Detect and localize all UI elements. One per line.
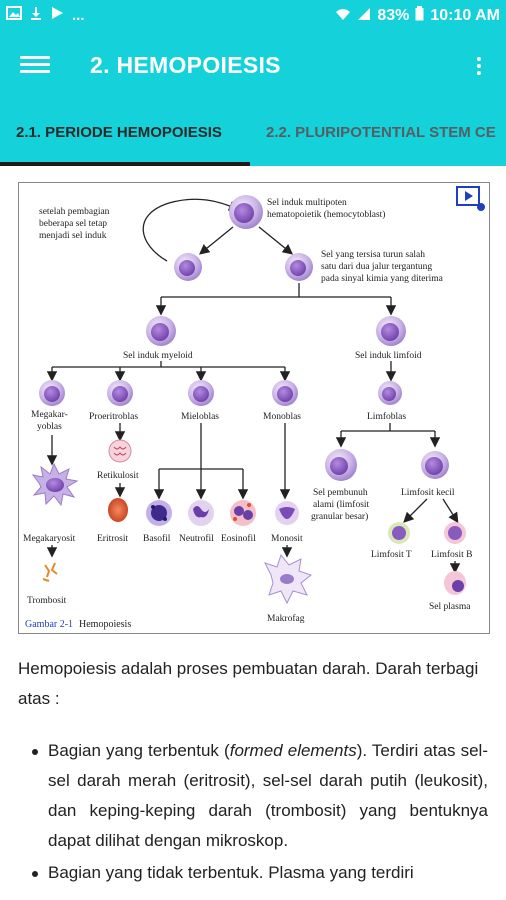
label-limfoblas: Limfoblas xyxy=(367,411,406,422)
image-icon xyxy=(6,6,22,24)
bullet1-pre: Bagian yang terbentuk ( xyxy=(48,741,230,760)
wifi-icon xyxy=(335,7,351,26)
note-self-renew-2: beberapa sel tetap xyxy=(39,219,107,229)
label-neutrofil: Neutrofil xyxy=(179,533,214,544)
tab-periode-hemopoiesis[interactable]: 2.1. PERIODE HEMOPOIESIS xyxy=(16,124,222,141)
label-retikulosit: Retikulosit xyxy=(97,471,139,481)
note-multipotent-2: hematopoietik (hemocytoblast) xyxy=(267,209,385,220)
label-nk-1: Sel pembunuh xyxy=(313,488,368,498)
t-lymphocyte-cell xyxy=(388,522,410,544)
macrophage-cell xyxy=(264,553,313,605)
label-trombosit: Trombosit xyxy=(27,596,67,606)
label-basofil: Basofil xyxy=(143,533,171,544)
figure-caption-text: Hemopoiesis xyxy=(79,619,131,630)
intro-paragraph: Hemopoiesis adalah proses pembuatan dara… xyxy=(18,659,479,708)
reticulocyte-cell xyxy=(108,439,132,463)
daughter-cell-right xyxy=(285,253,313,281)
article-content: Hemopoiesis adalah proses pembuatan dara… xyxy=(18,654,488,888)
note-self-renew-1: setelah pembagian xyxy=(39,207,110,217)
label-limfosit-kecil: Limfosit kecil xyxy=(401,487,455,498)
myeloblast-cell xyxy=(188,380,214,406)
bullet2-text: Bagian yang tidak terbentuk. Plasma yang… xyxy=(48,863,414,882)
label-megakaryoblas-1: Megakar- xyxy=(31,410,68,420)
megakaryoblast-cell xyxy=(39,380,65,406)
platelets xyxy=(42,562,58,582)
notification-ellipsis: ... xyxy=(72,6,85,24)
small-lymphocyte-cell xyxy=(421,451,449,479)
video-icon[interactable] xyxy=(456,186,485,211)
myeloid-stem-cell xyxy=(146,316,176,346)
label-myeloid: Sel induk myeloid xyxy=(123,351,193,361)
download-icon xyxy=(30,6,42,24)
label-eosinofil: Eosinofil xyxy=(221,533,256,544)
megakaryocyte-cell xyxy=(31,462,79,507)
label-mieloblas: Mieloblas xyxy=(181,412,219,422)
overflow-menu-icon[interactable] xyxy=(470,50,488,82)
label-makrofag: Makrofag xyxy=(267,613,305,624)
hemopoiesis-diagram: setelah pembagian beberapa sel tetap men… xyxy=(18,182,490,634)
neutrophil-cell xyxy=(188,500,214,526)
self-renew-arrow xyxy=(142,198,240,262)
monoblast-cell xyxy=(272,380,298,406)
battery-percent: 83% xyxy=(377,7,410,24)
proerythroblast-cell xyxy=(107,380,133,406)
plasma-cell xyxy=(444,571,466,595)
monocyte-cell xyxy=(275,501,299,525)
label-sel-plasma: Sel plasma xyxy=(429,602,471,612)
note-remaining-1: Sel yang tersisa turun salah xyxy=(321,250,425,260)
tab-pluripotential-stem-cell[interactable]: 2.2. PLURIPOTENTIAL STEM CE xyxy=(266,124,496,141)
lymphoid-stem-cell xyxy=(376,316,406,346)
erythrocyte-cell xyxy=(108,498,128,522)
note-remaining-3: pada sinyal kimia yang diterima xyxy=(321,274,444,284)
nk-cell xyxy=(325,449,357,481)
note-remaining-2: satu dari dua jalur tergantung xyxy=(321,262,432,272)
status-bar: ... 83% 10:10 AM xyxy=(0,0,506,32)
label-nk-2: alami (limfosit xyxy=(313,499,370,510)
label-limfosit-t: Limfosit T xyxy=(371,549,412,560)
bullet-list: Bagian yang terbentuk (formed elements).… xyxy=(18,736,488,888)
status-right: 83% 10:10 AM xyxy=(335,6,500,26)
battery-icon xyxy=(415,6,424,26)
label-proeritroblas: Proeritroblas xyxy=(89,412,138,422)
label-megakaryoblas-2: yoblas xyxy=(37,422,62,432)
label-eritrosit: Eritrosit xyxy=(97,534,128,544)
basophil-cell xyxy=(146,500,172,526)
app-bar: 2. HEMOPOIESIS xyxy=(0,32,506,100)
label-limfoid: Sel induk limfoid xyxy=(355,350,422,361)
b-lymphocyte-cell xyxy=(444,522,466,544)
label-megakaryosit: Megakaryosit xyxy=(23,534,76,544)
diagram-canvas: setelah pembagian beberapa sel tetap men… xyxy=(23,186,485,630)
bullet1-emphasis: formed elements xyxy=(229,741,357,760)
hamburger-menu-icon[interactable] xyxy=(20,52,50,82)
label-monosit: Monosit xyxy=(271,534,303,544)
tab-indicator xyxy=(0,162,250,166)
status-left: ... xyxy=(6,6,85,24)
page-title: 2. HEMOPOIESIS xyxy=(90,52,281,78)
label-monoblas: Monoblas xyxy=(263,412,301,422)
bullet1-post: ). Terdiri atas sel-sel darah merah (eri… xyxy=(48,741,488,850)
daughter-cell-left xyxy=(174,253,202,281)
clock: 10:10 AM xyxy=(430,7,500,24)
figure-caption-label: Gambar 2-1 xyxy=(25,619,73,630)
tab-bar: 2.1. PERIODE HEMOPOIESIS 2.2. PLURIPOTEN… xyxy=(0,100,506,166)
list-item: Bagian yang terbentuk (formed elements).… xyxy=(32,736,488,856)
label-limfosit-b: Limfosit B xyxy=(431,549,472,560)
label-nk-3: granular besar) xyxy=(311,511,368,522)
hemocytoblast-cell xyxy=(229,195,263,229)
eosinophil-cell xyxy=(230,500,256,526)
note-self-renew-3: menjadi sel induk xyxy=(39,231,107,241)
play-store-icon xyxy=(50,6,64,24)
list-item: Bagian yang tidak terbentuk. Plasma yang… xyxy=(32,858,488,888)
signal-icon xyxy=(357,7,371,26)
note-multipotent-1: Sel induk multipoten xyxy=(267,198,347,208)
lymphoblast-cell xyxy=(378,381,402,405)
